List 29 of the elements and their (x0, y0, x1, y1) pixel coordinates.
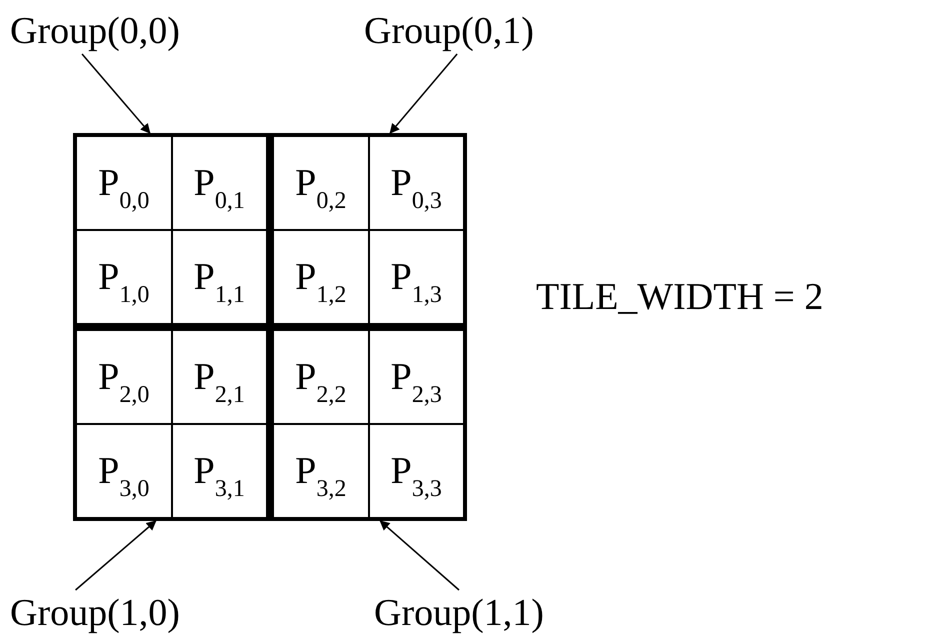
grid-cell: P$_{3,1}$ (172, 424, 267, 518)
grid-cell: P$_{2,1}$ (172, 330, 267, 424)
group-label: Group(1,0) (14, 590, 176, 636)
grid-cell: P$_{3,3}$ (368, 424, 464, 518)
arrow (81, 54, 150, 134)
grid-cell: P$_{2,2}$ (273, 330, 368, 424)
tile-box (73, 133, 270, 327)
grid-cell: P$_{2,3}$ (368, 330, 464, 424)
grid-cell: P$_{1,2}$ (273, 230, 368, 324)
grid-cell: P$_{0,1}$ (172, 136, 267, 230)
group-label: Group(1,1) (378, 590, 540, 636)
grid-cell: P$_{2,0}$ (76, 330, 172, 424)
grid-cell: P$_{0,2}$ (273, 136, 368, 230)
group-label: Group(0,0) (14, 8, 176, 54)
tile-box (73, 327, 270, 521)
tile-box (270, 327, 467, 521)
grid-cell: P$_{1,1}$ (172, 230, 267, 324)
grid-cell: P$_{0,0}$ (76, 136, 172, 230)
group-label: Group(0,1) (368, 8, 530, 54)
grid-cell: P$_{3,2}$ (273, 424, 368, 518)
grid-cell: P$_{1,0}$ (76, 230, 172, 324)
tile-box (270, 133, 467, 327)
tile-width-note: TILE_WIDTH = 2 (536, 278, 824, 316)
arrow (75, 520, 156, 591)
grid-cell: P$_{3,0}$ (76, 424, 172, 518)
grid-cell: P$_{0,3}$ (368, 136, 464, 230)
grid-cell: P$_{1,3}$ (368, 230, 464, 324)
arrow (380, 520, 460, 591)
arrow (390, 54, 458, 134)
